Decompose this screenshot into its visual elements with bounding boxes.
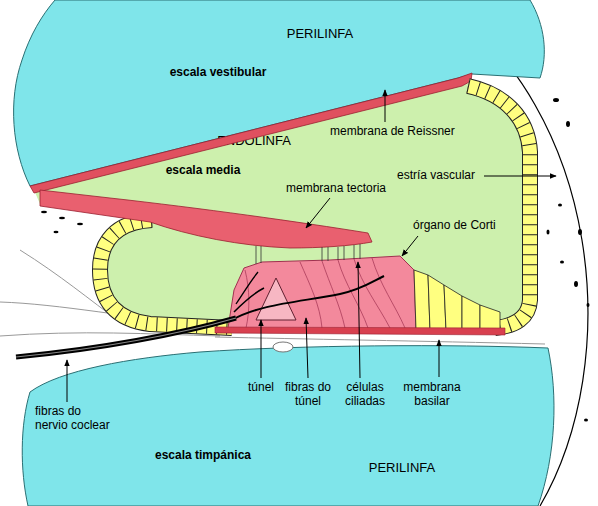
cell-line xyxy=(372,258,405,328)
cell xyxy=(462,296,480,330)
bone-spot xyxy=(587,303,590,307)
cell-band xyxy=(100,220,232,328)
cilium xyxy=(322,247,323,261)
leader-arrow xyxy=(306,198,330,228)
limbus-cells xyxy=(100,220,232,328)
leader-arrow xyxy=(385,90,386,122)
bone-spot xyxy=(566,121,570,127)
bone-spot xyxy=(560,261,564,264)
part-label: membrana tectoria xyxy=(286,181,406,195)
leader-arrow xyxy=(67,360,68,402)
corti-cells xyxy=(245,258,405,328)
cell xyxy=(428,275,446,330)
cilium xyxy=(328,247,329,261)
nerve-fiber xyxy=(234,288,264,312)
fluid-region: ENDOLINFA escala media xyxy=(20,70,545,340)
region-outline xyxy=(20,70,545,340)
cell xyxy=(480,305,500,330)
bone-spot xyxy=(41,211,47,213)
stereocilia xyxy=(256,244,360,264)
organ-of-corti xyxy=(228,256,416,330)
cell xyxy=(414,270,430,330)
cochlear-nerve xyxy=(16,318,236,357)
part-label: túnel xyxy=(244,380,278,394)
bone-spot xyxy=(584,419,588,422)
region-label: escala vestibular xyxy=(170,65,267,79)
cell xyxy=(444,285,462,330)
leader-arrow xyxy=(439,340,440,377)
region-shape xyxy=(22,346,554,506)
spiral-vessel xyxy=(273,342,293,352)
cell-line xyxy=(354,259,390,328)
cilium xyxy=(338,247,339,260)
leader-arrow xyxy=(358,262,360,378)
cell-line xyxy=(322,261,345,328)
region-shape xyxy=(34,82,536,334)
region-label: PERILINFA xyxy=(287,26,353,41)
leader-arrow xyxy=(484,176,556,177)
leader-arrow xyxy=(306,318,308,378)
part-label: fibras do nervio coclear xyxy=(35,404,113,432)
bone-spot xyxy=(547,230,550,235)
lamina-line xyxy=(215,337,545,344)
cell-walls xyxy=(468,86,530,328)
cell-outline xyxy=(468,86,530,328)
cilium xyxy=(261,246,262,263)
nerve-fiber xyxy=(232,276,384,320)
lamina-line xyxy=(0,333,220,336)
part-label: membrana basilar xyxy=(400,380,464,408)
cell-line xyxy=(300,262,322,328)
region-label: escala timpánica xyxy=(155,448,251,462)
bone-spot xyxy=(574,281,578,287)
leader-arrow xyxy=(261,320,262,378)
nerve-fiber xyxy=(236,272,258,304)
part-label: membrana de Reissner xyxy=(330,124,460,138)
cilium xyxy=(354,245,355,259)
cilium xyxy=(360,244,361,259)
tunnel-fibers xyxy=(232,272,384,320)
tunnel xyxy=(256,278,296,320)
cell-walls xyxy=(100,220,232,328)
basilar-membrane xyxy=(215,327,505,335)
bone-spot xyxy=(54,231,59,233)
part-label: órgano de Corti xyxy=(413,218,513,232)
leader-arrow xyxy=(402,236,418,256)
leader-lines xyxy=(67,90,556,402)
stria-cells xyxy=(468,86,530,328)
region-label: ENDOLINFA xyxy=(217,133,291,148)
cell-line xyxy=(245,270,249,328)
bone-spot xyxy=(553,98,559,102)
bone-spot xyxy=(77,223,83,225)
supporting-cells xyxy=(414,270,500,330)
tectorial-membrane xyxy=(40,190,372,248)
cilium xyxy=(256,246,257,264)
bone-spot xyxy=(59,217,65,219)
bone-spot xyxy=(558,204,562,207)
region-label: PERILINFA xyxy=(369,460,435,475)
region-label: escala media xyxy=(166,163,241,177)
cell-outline xyxy=(100,220,232,328)
cell-band xyxy=(468,86,530,328)
bone-spot xyxy=(578,229,582,235)
cell-line xyxy=(338,260,368,328)
part-label: estría vascular xyxy=(397,168,497,182)
part-label: fibras do túnel xyxy=(279,380,337,408)
part-label: células ciliadas xyxy=(336,380,394,408)
cochlear-nerve-core xyxy=(16,318,236,357)
cilium xyxy=(344,246,345,260)
